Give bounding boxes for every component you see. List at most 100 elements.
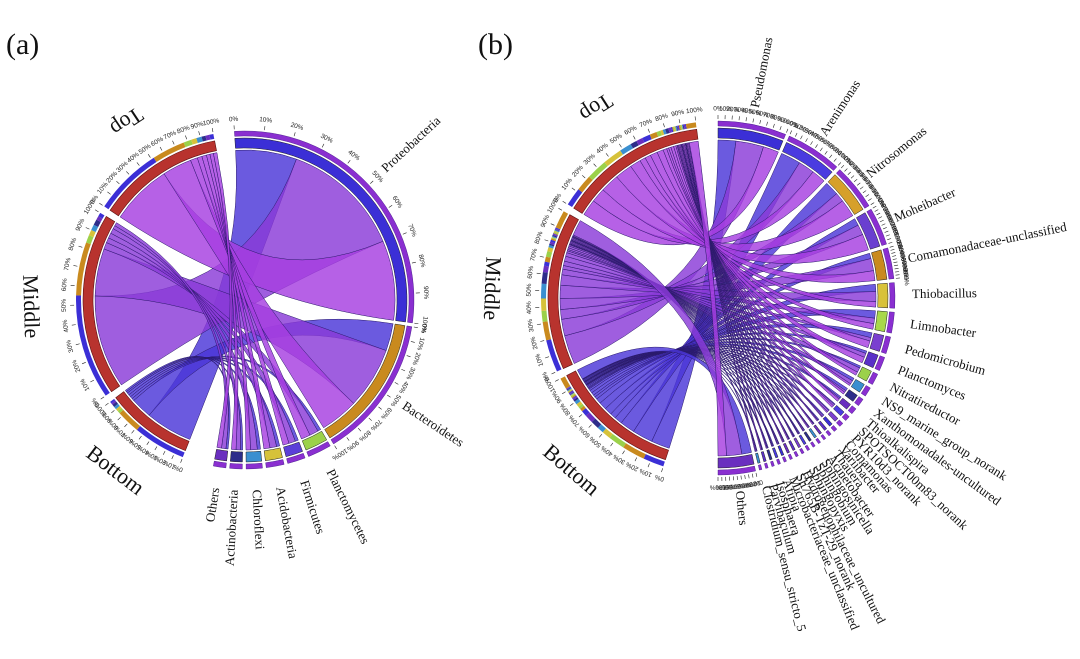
tick-label: 50%: [61, 299, 68, 312]
taxon-label-2: Nitrosomonas: [863, 123, 929, 181]
target-strip-3: [866, 208, 887, 246]
tick-label: 30%: [897, 247, 907, 261]
tick-label: 20%: [896, 244, 906, 259]
tick-mark: [388, 205, 393, 208]
source-strip-bottom-3: [115, 405, 122, 412]
tick-mark: [751, 473, 754, 478]
source-strip-middle-26: [554, 229, 560, 232]
tick-mark: [159, 146, 163, 151]
tick-mark: [136, 162, 140, 166]
chord-diagram-b: 0%10%20%30%40%50%60%70%80%90%100%Bottom0…: [479, 36, 1069, 633]
tick-label: 90%: [776, 115, 791, 126]
tick-mark: [694, 116, 696, 121]
tick-mark: [752, 118, 754, 123]
target-arc-28: [755, 452, 761, 464]
tick-mark: [633, 135, 636, 140]
tick-label: 50%: [389, 393, 402, 408]
tick-label: 70%: [888, 222, 899, 237]
source-strip-middle-11: [548, 245, 554, 249]
source-strip-top-6: [205, 134, 211, 141]
tick-label: 0%: [713, 106, 723, 113]
tick-label: 0%: [552, 192, 563, 204]
taxon-label-2: Planctomycetes: [324, 466, 373, 546]
target-strip-27: [764, 462, 769, 469]
source-strip-middle-10: [547, 247, 554, 253]
tick-mark: [829, 154, 833, 159]
source-strip-top-4: [620, 144, 634, 155]
source-strip-middle-7: [98, 212, 105, 219]
target-strip-16: [825, 429, 832, 437]
tick-label: 50%: [526, 283, 534, 297]
target-arc-10: [850, 379, 865, 393]
tick-label: 40%: [346, 149, 361, 163]
tick-mark: [550, 223, 555, 226]
tick-label: 30%: [319, 133, 334, 145]
source-strip-bottom-24: [567, 388, 573, 392]
tick-label: 100%: [892, 231, 904, 249]
taxon-label-6: Limnobacter: [909, 316, 978, 340]
tick-mark: [394, 382, 399, 385]
tick-mark: [124, 423, 128, 428]
ribbon-top-29: [689, 140, 727, 457]
source-strip-middle-13: [549, 241, 555, 246]
source-strip-top-3: [191, 138, 198, 145]
taxon-label-5: Chloroflexi: [249, 489, 267, 550]
target-arc-4: [871, 249, 888, 281]
source-strip-top-27: [683, 124, 686, 130]
target-arc-14: [827, 411, 839, 422]
tick-mark: [879, 219, 884, 223]
source-strip-middle-29: [555, 211, 569, 230]
source-strip-middle-22: [553, 232, 559, 236]
taxon-label-3: Moheibacter: [892, 184, 959, 225]
tick-mark: [895, 271, 900, 273]
source-strip-top-13: [668, 127, 673, 133]
tick-mark: [678, 119, 681, 124]
tick-mark: [894, 268, 899, 270]
tick-mark: [117, 417, 121, 421]
source-strip-middle-5: [541, 271, 548, 285]
source-strip-top-6: [636, 138, 645, 146]
tick-mark: [126, 171, 130, 175]
panel-label-b: (b): [478, 28, 513, 61]
target-arc-13: [833, 404, 845, 417]
target-strip-14: [836, 419, 844, 427]
group-label-top: Top: [106, 102, 148, 142]
tick-mark: [172, 140, 175, 145]
tick-label: 30%: [612, 453, 627, 466]
tick-mark: [663, 123, 665, 128]
source-strip-bottom-16: [570, 393, 576, 398]
tick-mark: [878, 216, 883, 219]
tick-mark: [856, 182, 861, 186]
tick-mark: [661, 468, 663, 473]
tick-mark: [805, 138, 808, 143]
tick-mark: [85, 227, 90, 230]
target-strip-2: [836, 169, 870, 209]
target-arc-19: [803, 431, 812, 442]
source-strip-top-2: [589, 162, 608, 181]
tick-mark: [887, 238, 892, 241]
tick-label: 20%: [410, 351, 421, 366]
target-strip-17: [820, 434, 827, 441]
tick-mark: [99, 202, 103, 206]
target-arc-22: [788, 440, 796, 451]
tick-mark: [599, 434, 603, 438]
tick-mark: [885, 234, 890, 237]
source-strip-bottom-28: [566, 386, 571, 390]
tick-label: 40%: [735, 481, 749, 490]
source-strip-middle-2: [86, 235, 94, 245]
tick-mark: [100, 396, 105, 400]
tick-label: 90%: [540, 214, 552, 229]
source-strip-bottom-25: [567, 387, 572, 392]
source-strip-middle-0: [546, 339, 562, 372]
tick-label: 40%: [883, 210, 895, 225]
tick-label: 90%: [891, 229, 902, 244]
tick-label: 20%: [290, 122, 305, 133]
target-strip-3: [286, 453, 306, 464]
tick-mark: [593, 163, 597, 167]
tick-mark: [544, 239, 549, 242]
target-arc-3: [856, 212, 881, 250]
tick-mark: [347, 159, 351, 164]
source-arc-top: [573, 129, 699, 214]
tick-mark: [94, 209, 99, 213]
tick-mark: [895, 274, 900, 276]
